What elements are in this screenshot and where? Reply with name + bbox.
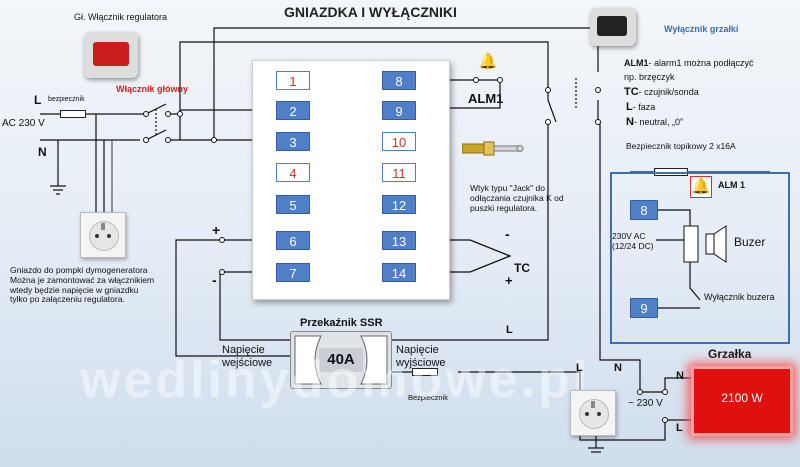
heater-title: Grzałka bbox=[708, 347, 752, 361]
fuse-left bbox=[60, 110, 86, 118]
heater-element: 2100 W bbox=[691, 366, 793, 436]
ssr-value: 40A bbox=[319, 348, 363, 372]
smoke-pump-socket bbox=[80, 212, 126, 258]
plus-sign-left: + bbox=[212, 222, 221, 238]
terminal-3: 3 bbox=[276, 132, 310, 151]
bell-icon: 🔔 bbox=[478, 53, 498, 70]
tc-label: TC bbox=[514, 261, 530, 275]
legend-l-desc: - faza bbox=[632, 102, 656, 112]
legend-alm1-desc2: np. brzęczyk bbox=[624, 72, 675, 82]
legend-n: N- neutral, „0” bbox=[626, 116, 683, 129]
heater-power: 2100 W bbox=[721, 391, 763, 405]
alm-box-buzzer-switch: Wyłącznik buzera bbox=[704, 292, 775, 302]
legend-alm1-desc: - alarm1 można podłączyć bbox=[648, 58, 754, 68]
legend-l: L- faza bbox=[626, 101, 655, 114]
alm-box-title: ALM 1 bbox=[718, 180, 745, 190]
terminal-12: 12 bbox=[382, 195, 416, 214]
alm-box-ac-text: 230V AC (12/24 DC) bbox=[612, 231, 654, 251]
heater-socket bbox=[570, 390, 616, 436]
legend-n-desc: - neutral, „0” bbox=[633, 117, 683, 127]
terminal-11: 11 bbox=[382, 163, 416, 182]
terminal-6: 6 bbox=[276, 231, 310, 250]
jack-plug-icon bbox=[462, 141, 524, 156]
ac-230-label: AC 230 V bbox=[2, 118, 45, 129]
neutral-label-left: N bbox=[38, 145, 47, 159]
terminal-8: 8 bbox=[382, 71, 416, 90]
terminal-4: 4 bbox=[276, 163, 310, 182]
terminal-9: 9 bbox=[382, 101, 416, 120]
main-switch-label: Włącznik główny bbox=[116, 84, 189, 94]
legend-tc: TC- czujnik/sonda bbox=[624, 86, 699, 99]
terminal-7: 7 bbox=[276, 263, 310, 282]
voltage-input-label: Napięcie wejściowe bbox=[222, 344, 273, 369]
phase-label-left: L bbox=[34, 93, 42, 107]
phase-wire-label: L bbox=[506, 324, 513, 336]
legend-n-key: N bbox=[626, 116, 634, 128]
terminal-10: 10 bbox=[382, 132, 416, 151]
alm-box-terminal-8: 8 bbox=[630, 200, 658, 220]
alm-box-buzzer: Buzer bbox=[734, 235, 766, 249]
ssr-relay: 40A bbox=[290, 331, 392, 389]
terminal-1: 1 bbox=[276, 71, 310, 90]
main-switch-image bbox=[84, 32, 138, 78]
heater-ac-label: ~ 230 V bbox=[628, 398, 663, 409]
fuse-label-small: bezpiecznik bbox=[48, 96, 85, 103]
legend-fuse-top: Bezpiecznik topikowy 2 x16A bbox=[626, 141, 736, 151]
fuse-bottom-label: Bezpiecznik bbox=[408, 393, 449, 402]
page-title: GNIAZDKA I WYŁĄCZNIKI bbox=[284, 4, 457, 20]
legend-tc-key: TC bbox=[624, 86, 639, 98]
alm-box-terminal-9: 9 bbox=[630, 298, 658, 318]
terminal-13: 13 bbox=[382, 231, 416, 250]
fuse-bottom bbox=[412, 368, 438, 376]
legend-tc-desc: - czujnik/sonda bbox=[638, 87, 699, 97]
watermark: wedlinydomowe.pl bbox=[80, 351, 591, 409]
smoke-socket-text: Gniazdo do pompki dymogeneratora Można j… bbox=[10, 265, 155, 305]
terminal-14: 14 bbox=[382, 263, 416, 282]
main-switch-caption: Gł. Włącznik regulatora bbox=[74, 12, 168, 22]
terminal-5: 5 bbox=[276, 195, 310, 214]
plus-sign-tc: + bbox=[505, 273, 513, 288]
ssr-title: Przekaźnik SSR bbox=[300, 317, 383, 329]
voltage-output-label: Napięcie wyjściowe bbox=[396, 344, 446, 369]
heater-switch-caption: Wyłącznik grzałki bbox=[664, 24, 739, 34]
socket-phase-label: L bbox=[576, 362, 583, 374]
alm1-box bbox=[610, 172, 790, 344]
terminal-2: 2 bbox=[276, 101, 310, 120]
heater-phase-label: L bbox=[676, 422, 683, 434]
heater-neutral-label: N bbox=[676, 370, 684, 382]
socket-neutral-label: N bbox=[614, 362, 622, 374]
heater-switch-image bbox=[590, 8, 636, 46]
legend-alm1-key: ALM1 bbox=[624, 58, 649, 68]
legend-l-key: L bbox=[626, 101, 633, 113]
bell-icon-boxed: 🔔 bbox=[690, 176, 712, 198]
alm1-label: ALM1 bbox=[468, 91, 504, 106]
minus-sign-left: - bbox=[212, 272, 217, 288]
jack-text: Wtyk typu "Jack" do odłączania czujnika … bbox=[470, 183, 564, 213]
minus-sign-tc: - bbox=[505, 226, 510, 242]
legend-alm1: ALM1- alarm1 można podłączyć bbox=[624, 58, 754, 68]
